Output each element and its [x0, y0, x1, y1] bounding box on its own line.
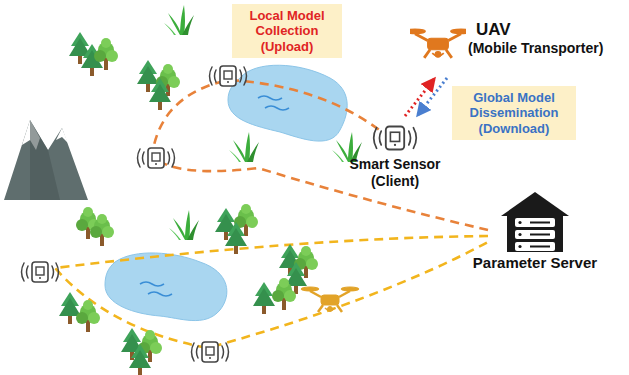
uav-icon	[410, 18, 466, 74]
node-title: Local Model Collection (Upload)	[236, 8, 338, 54]
client-sensor-node: Smart Sensor (Client)	[335, 118, 455, 189]
node-title: Smart Sensor (Client)	[335, 156, 455, 189]
node-title: Parameter Server	[470, 254, 600, 272]
node-title: Global Model Dissemination (Download)	[456, 90, 572, 136]
upload-label-box: Local Model Collection (Upload)	[232, 4, 342, 58]
download-arrow	[417, 78, 447, 116]
sensor-icon	[335, 118, 455, 156]
node-title: UAV	[476, 20, 622, 40]
server-icon	[470, 188, 600, 254]
parameter-server-node: Parameter Server	[470, 188, 600, 272]
uav-node: UAV(Mobile Transporter)	[410, 14, 622, 76]
download-label-box: Global Model Dissemination (Download)	[452, 86, 576, 140]
node-subtitle: (Mobile Transporter)	[468, 40, 622, 57]
